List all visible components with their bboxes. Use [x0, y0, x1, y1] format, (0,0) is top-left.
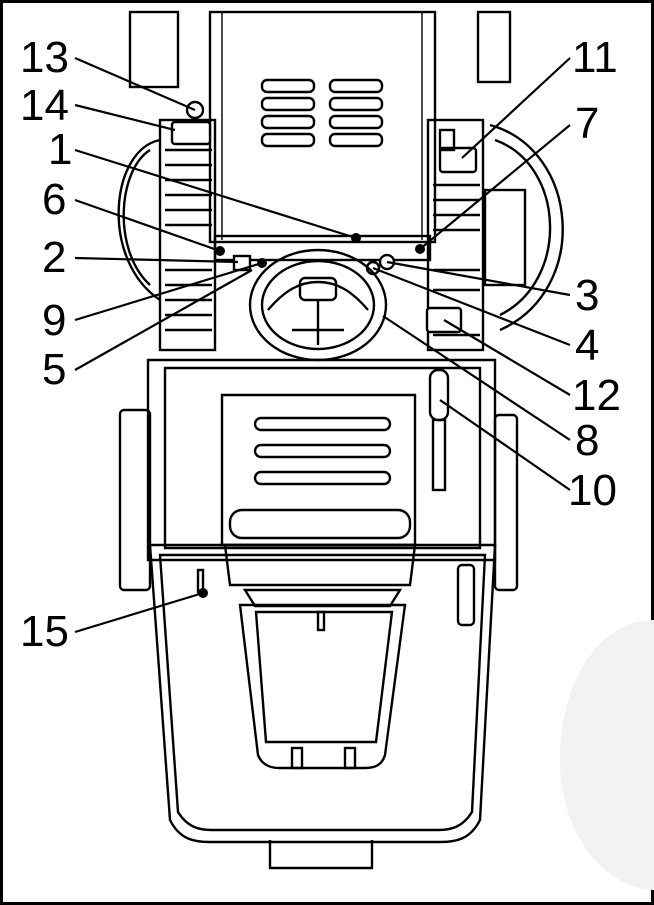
callout-8: 8: [575, 416, 599, 465]
machine-rear-section: [128, 10, 512, 244]
callout-13: 13: [20, 33, 69, 82]
callout-5: 5: [42, 345, 66, 394]
callout-4: 4: [575, 321, 599, 370]
callout-11: 11: [572, 33, 618, 82]
callout-7: 7: [575, 99, 599, 148]
callout-14: 14: [20, 81, 69, 130]
left-track: [158, 118, 217, 352]
steering-wheel: [248, 248, 388, 362]
leader-lines: [74, 56, 571, 634]
rear-vent-slots: [260, 78, 384, 148]
seat: [220, 393, 417, 587]
lower-hopper: [148, 543, 497, 870]
callout-6: 6: [42, 175, 66, 224]
part-14-block: [170, 120, 212, 146]
callout-3: 3: [575, 271, 599, 320]
callout-10: 10: [568, 466, 617, 515]
callout-2: 2: [42, 233, 66, 282]
right-side-drum: [489, 123, 564, 332]
callout-15: 15: [20, 607, 69, 656]
watermark-shape: [560, 620, 654, 890]
callout-1: 1: [48, 125, 72, 174]
callout-labels: 13 14 1 6 2 9 5 15 11 7 3 4 12 8 10: [20, 33, 621, 656]
lever-10: [428, 368, 450, 492]
callout-9: 9: [42, 296, 66, 345]
left-side-drum: [117, 138, 161, 301]
callout-12: 12: [572, 371, 621, 420]
part-11-block: [438, 146, 478, 174]
